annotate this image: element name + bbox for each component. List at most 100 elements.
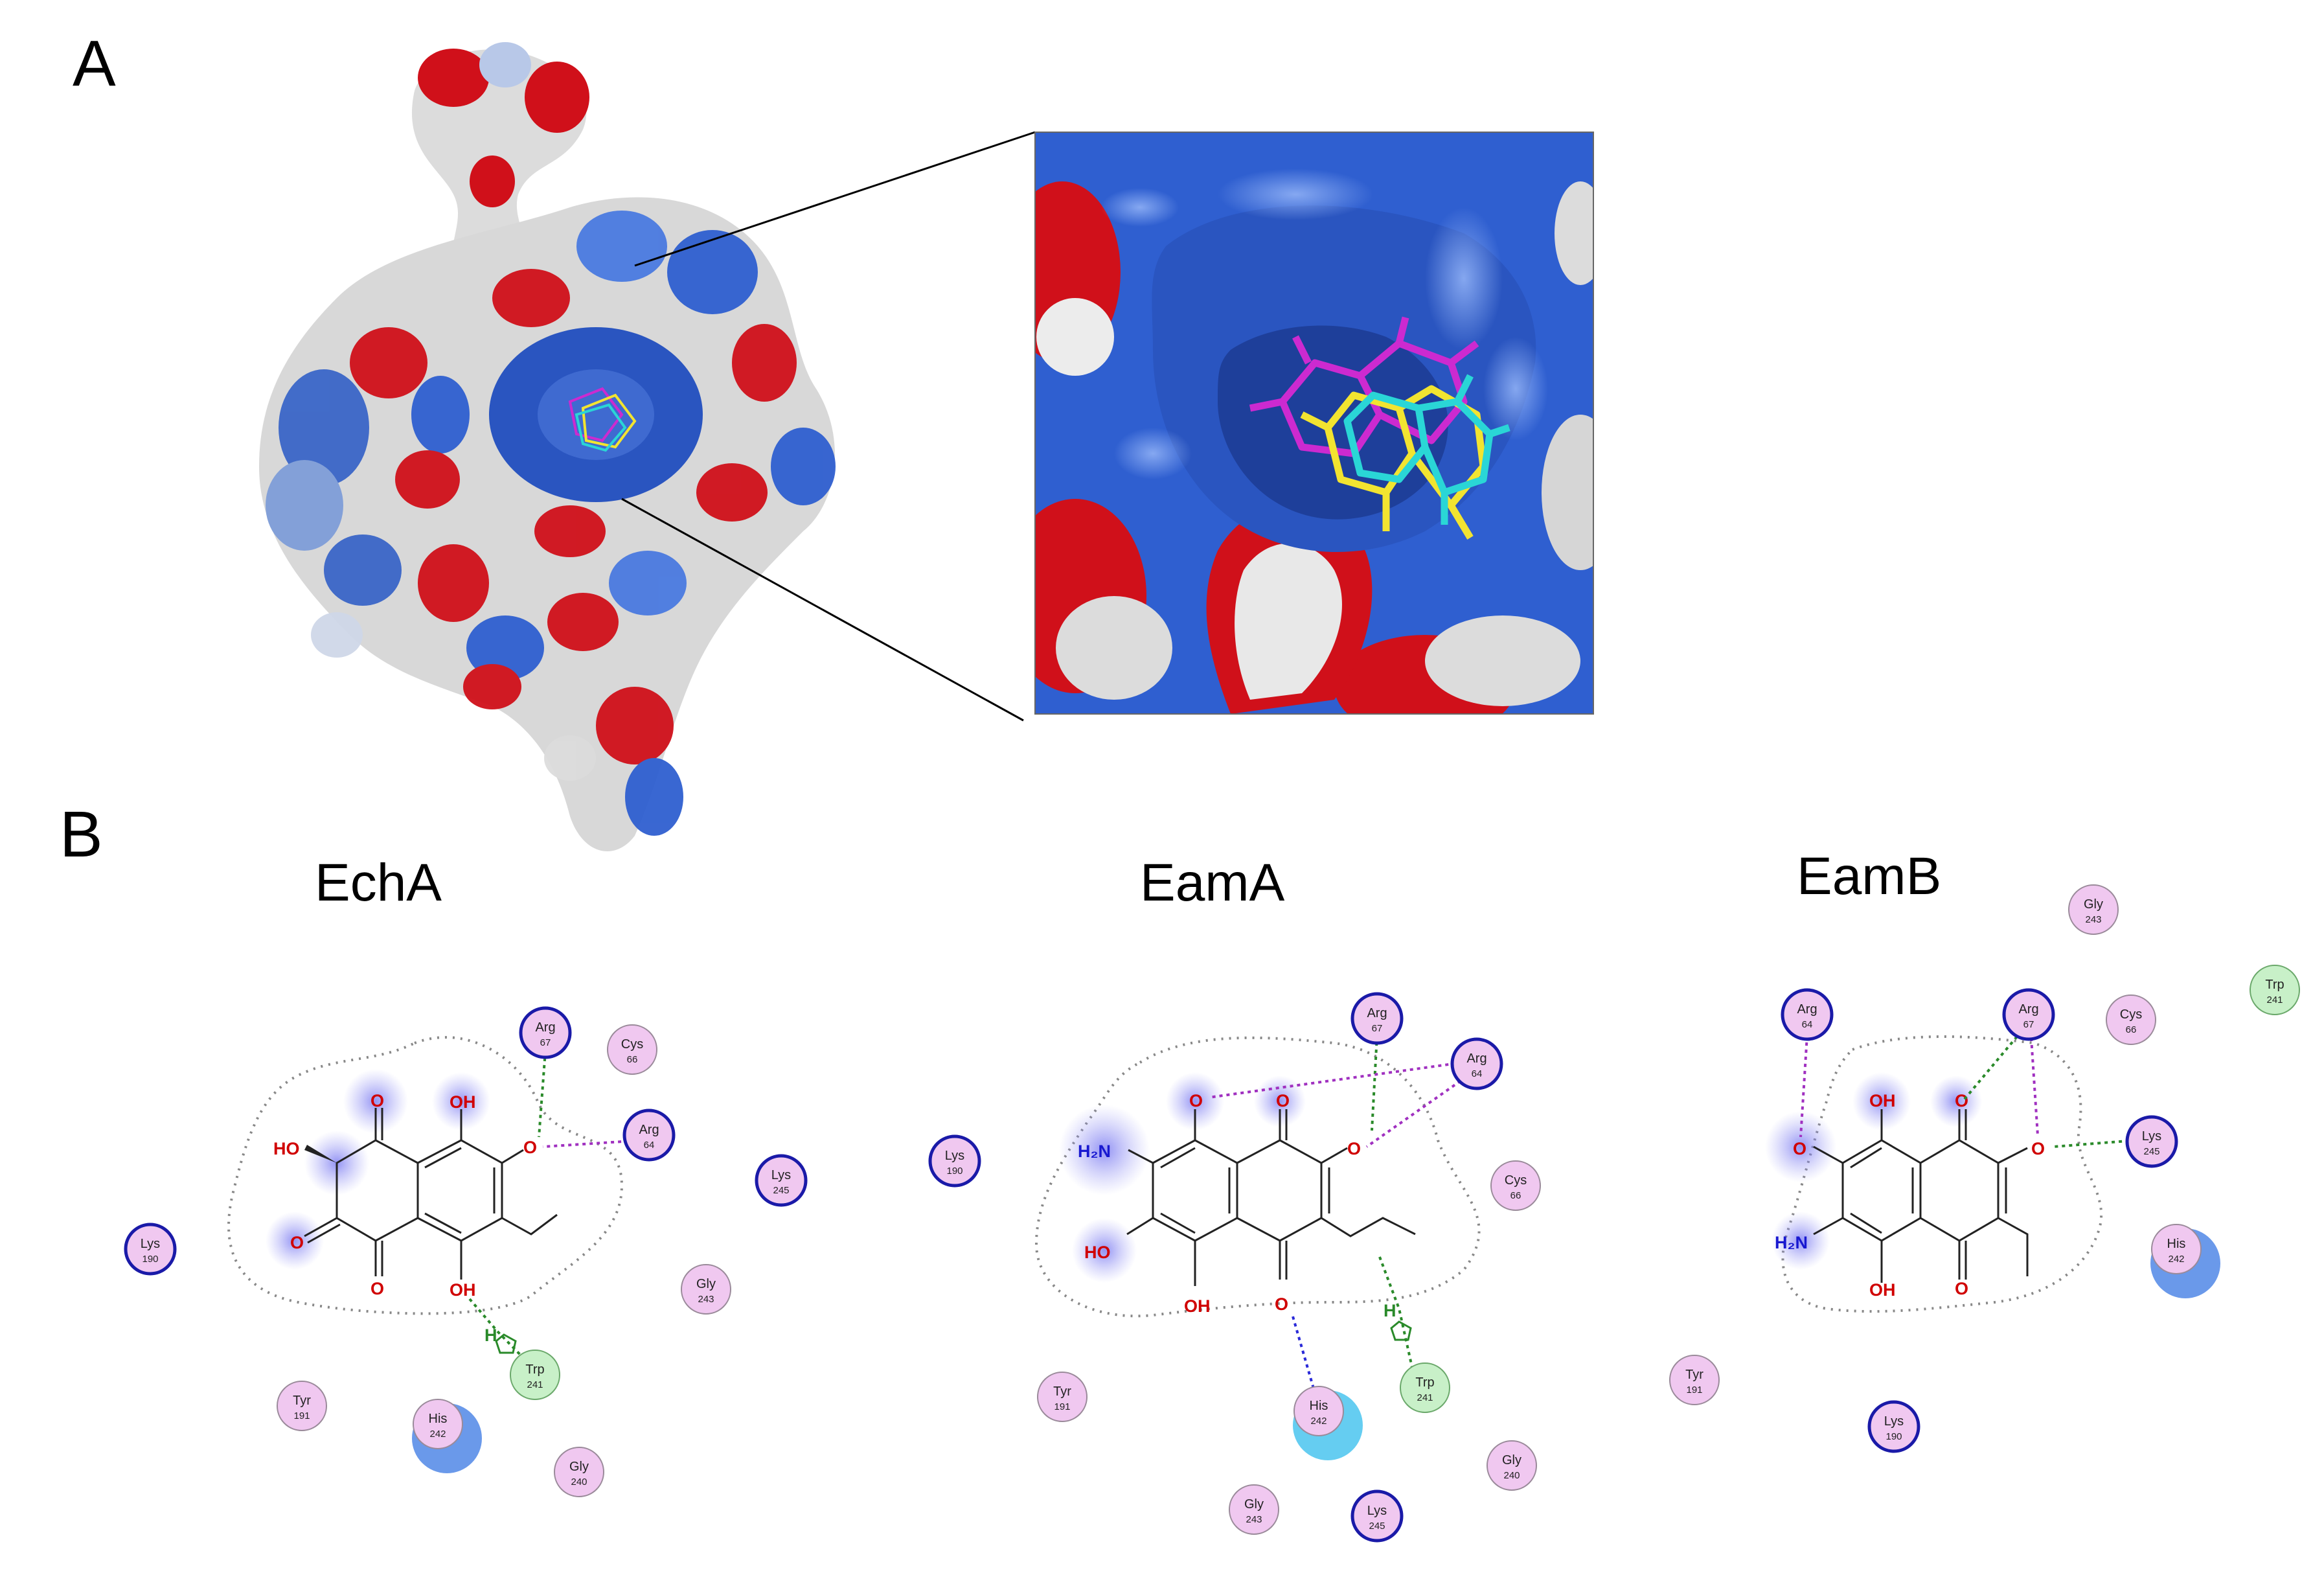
zoom-callout-upper xyxy=(634,131,1036,267)
residue-cys-66: Cys 66 xyxy=(2106,994,2156,1045)
eama-title: EamA xyxy=(1140,853,1285,912)
residue-name: Tyr xyxy=(1685,1368,1703,1382)
panel-a-label: A xyxy=(73,27,116,100)
eama-atom-o3: O xyxy=(1275,1294,1288,1314)
residue-number: 64 xyxy=(644,1140,655,1151)
residue-number: 241 xyxy=(2266,994,2283,1006)
residue-name: Arg xyxy=(535,1020,555,1035)
residue-name: Lys xyxy=(2142,1129,2161,1144)
residue-name: Arg xyxy=(1797,1002,1817,1017)
echa-atom-o4: O xyxy=(523,1138,537,1157)
echa-pocket-contour xyxy=(227,1036,624,1315)
residue-name: Tyr xyxy=(293,1394,311,1408)
ligand-overlay xyxy=(1249,316,1510,540)
residue-gly-243: Gly 243 xyxy=(1229,1484,1279,1535)
residue-lys-245: Lys 245 xyxy=(2125,1115,2178,1168)
residue-number: 242 xyxy=(429,1429,446,1440)
residue-trp-241: Trp 241 xyxy=(1400,1362,1450,1413)
residue-name: Cys xyxy=(2120,1007,2142,1022)
residue-number: 245 xyxy=(773,1185,789,1196)
residue-number: 241 xyxy=(527,1379,543,1390)
residue-lys-245: Lys 245 xyxy=(1350,1489,1404,1543)
residue-tyr-191: Tyr 191 xyxy=(1669,1355,1720,1405)
eama-pocket-contour xyxy=(1034,1036,1481,1318)
residue-arg-64: Arg 64 xyxy=(1781,988,1834,1041)
residue-number: 67 xyxy=(2023,1019,2034,1030)
panel-b-label: B xyxy=(60,798,103,871)
residue-number: 66 xyxy=(2126,1024,2137,1035)
residue-name: Lys xyxy=(1367,1504,1387,1518)
eama-atom-o4: O xyxy=(1347,1139,1361,1158)
echa-atom-o1: O xyxy=(370,1091,384,1110)
echa-atom-o3: O xyxy=(370,1279,384,1298)
residue-name: His xyxy=(429,1412,448,1426)
residue-number: 191 xyxy=(293,1410,310,1421)
residue-name: Lys xyxy=(771,1168,791,1182)
residue-number: 240 xyxy=(1503,1470,1520,1481)
echa-atom-ho: HO xyxy=(273,1139,300,1158)
residue-his-242: His 242 xyxy=(1293,1386,1363,1460)
eama-atom-o2: O xyxy=(1276,1091,1290,1110)
residue-number: 245 xyxy=(2143,1146,2159,1157)
residue-arg-67: Arg 67 xyxy=(1350,992,1404,1045)
eamb-atom-oh2: OH xyxy=(1869,1280,1896,1300)
residue-name: Tyr xyxy=(1053,1385,1071,1399)
residue-number: 66 xyxy=(1510,1190,1521,1201)
residue-number: 241 xyxy=(1417,1392,1433,1403)
eama-atom-h: H xyxy=(1384,1301,1396,1320)
eamb-residues: Gly243Trp241Arg64Arg67Cys66Lys245His242T… xyxy=(1669,884,2300,1453)
residue-name: Arg xyxy=(1466,1052,1487,1066)
eamb-atom-oh1: OH xyxy=(1869,1091,1896,1110)
residue-name: Gly xyxy=(569,1460,589,1474)
residue-number: 243 xyxy=(2085,914,2101,925)
residue-arg-67: Arg 67 xyxy=(519,1006,572,1059)
residue-name: Cys xyxy=(1505,1173,1527,1188)
residue-name: His xyxy=(1310,1399,1328,1413)
residue-number: 190 xyxy=(946,1166,963,1177)
echa-atom-h: H xyxy=(484,1326,497,1345)
residue-number: 190 xyxy=(1885,1431,1902,1442)
residue-number: 64 xyxy=(1802,1019,1813,1030)
residue-his-242: His 242 xyxy=(412,1399,482,1473)
eama-atom-o1: O xyxy=(1189,1091,1203,1110)
residue-name: Trp xyxy=(1415,1375,1434,1390)
residue-gly-243: Gly 243 xyxy=(2068,884,2119,935)
echa-atom-o2: O xyxy=(290,1233,304,1252)
residue-name: Cys xyxy=(621,1037,643,1052)
eamb-atom-h2n: H₂N xyxy=(1775,1233,1808,1252)
residue-number: 243 xyxy=(1246,1514,1262,1525)
residue-number: 242 xyxy=(1310,1416,1327,1427)
pocket-zoom-inset xyxy=(1035,132,1593,714)
protein-surface xyxy=(259,42,836,851)
residue-number: 64 xyxy=(1472,1068,1483,1079)
residue-name: Gly xyxy=(1244,1497,1264,1511)
residue-name: Arg xyxy=(639,1123,659,1137)
residue-number: 191 xyxy=(1686,1385,1702,1396)
residue-number: 245 xyxy=(1369,1521,1385,1532)
residue-number: 66 xyxy=(627,1054,638,1065)
echa-atom-oh2: OH xyxy=(450,1280,476,1300)
residue-name: Arg xyxy=(1367,1006,1387,1020)
residue-name: His xyxy=(2167,1237,2186,1251)
residue-number: 67 xyxy=(540,1037,551,1048)
residue-number: 67 xyxy=(1372,1023,1383,1034)
eamb-atom-o2: O xyxy=(1793,1139,1806,1158)
eamb-interaction-diagram: OH O O H₂N OH O O Gly243Trp241Arg64Arg67… xyxy=(1669,884,2300,1453)
eamb-pocket-contour xyxy=(1781,1035,2103,1313)
eamb-title: EamB xyxy=(1797,847,1941,906)
eamb-atom-o4: O xyxy=(2031,1139,2045,1158)
residue-lys-245: Lys 245 xyxy=(755,1154,808,1207)
residue-lys-190: Lys 190 xyxy=(1867,1400,1920,1453)
residue-name: Gly xyxy=(2084,897,2103,912)
residue-name: Lys xyxy=(1884,1414,1904,1429)
